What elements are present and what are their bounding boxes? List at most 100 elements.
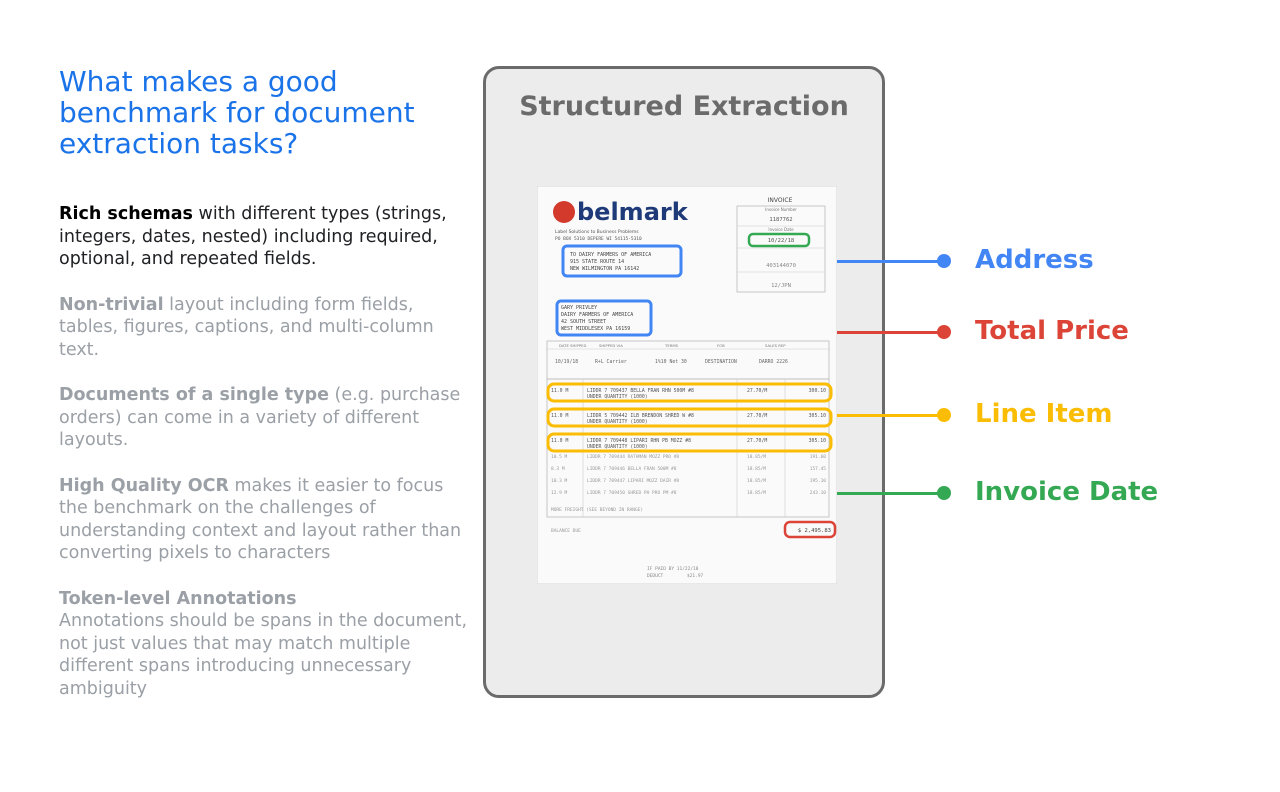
bullet-non-trivial-layout: Non-trivial layout including form fields… — [59, 294, 469, 362]
order-ref: 12/JPN — [771, 283, 791, 289]
invoice-number-value: 1187762 — [769, 217, 792, 223]
address-connector — [837, 260, 944, 263]
line-item-row-5: 10.3 M LIDDR 7 709447 LIPARI MOZZ DAIR #… — [551, 478, 826, 484]
freight-note: MORE FREIGHT (SEE BEYOND IN RANGE) — [551, 507, 643, 513]
invoice-date-label: Invoice Date — [768, 227, 794, 232]
discount-label: DEDUCT — [647, 573, 664, 579]
total-price-value: $ 2,495.83 — [798, 528, 831, 534]
invoice-date-dot-icon — [937, 486, 951, 500]
invoice-date-value: 10/22/18 — [768, 238, 795, 244]
bullet-text: makes it easier to focus the benchmark o… — [59, 475, 462, 564]
line-item-amount: 157.45 — [810, 466, 827, 472]
bullet-text: with different types (strings, integers,… — [59, 204, 447, 269]
line-item-amount: 300.10 — [809, 388, 826, 394]
line-item-highlight-2 — [546, 432, 833, 453]
line-item-note: UNDER QUANTITY (1000) — [587, 444, 648, 450]
invoice-logo: belmark Label Solutions to Business Prob… — [553, 198, 689, 242]
terms-value: R+L Carrier — [595, 359, 627, 365]
line-item-amount: 195.10 — [810, 478, 827, 484]
line-item-row-6: 12.9 M LIDDR 7 709450 SHRED PH PRO PM #8… — [551, 490, 826, 496]
invoice-number-label: Invoice Number — [765, 207, 797, 212]
address-dot-icon — [937, 254, 951, 268]
legend-total-price: Total Price — [975, 316, 1129, 346]
terms-value: DARRO 2226 — [759, 359, 788, 365]
header-frame — [736, 205, 826, 293]
ship-to-line: 915 STATE ROUTE 14 — [570, 259, 624, 265]
bullet-text: (e.g. purchase orders) can come in a var… — [59, 385, 461, 450]
terms-value: 1%10 Net 30 — [655, 359, 687, 365]
logo-text: belmark — [577, 198, 689, 226]
line-item-row-4: 8.3 M LIDDR 7 709446 BELLA FRAN 500M #8 … — [551, 466, 826, 472]
invoice-date-highlight — [747, 232, 811, 248]
line-item-price: 27.70/M — [747, 388, 767, 394]
line-item-qty: 12.9 M — [551, 490, 568, 496]
line-item-price: 18.85/M — [747, 466, 766, 472]
line-item-row-0: 11.0 M LIDDR 7 709437 BELLA FRAN RHN 500… — [551, 388, 826, 400]
bullet-high-quality-ocr: High Quality OCR makes it easier to focu… — [59, 475, 469, 565]
bullet-text: Annotations should be spans in the docum… — [59, 611, 468, 699]
bullet-heading: Rich schemas — [59, 204, 193, 224]
line-item-row-3: 10.5 M LIDDR 7 709444 RATHMAN MOZZ PRO #… — [551, 454, 826, 460]
bill-to-line: GARY PRIVLEY — [561, 305, 597, 311]
bill-to-line: DAIRY FARMERS OF AMERICA — [561, 312, 633, 318]
line-item-desc: LIDDR 7 709447 LIPARI MOZZ DAIR #8 — [587, 478, 679, 484]
line-item-highlight-1 — [546, 407, 833, 428]
total-price-highlight — [783, 520, 837, 539]
terms-header: FOB — [717, 343, 725, 348]
line-item-desc: LIDDR 7 709437 BELLA FRAN RHN 500M #8 — [587, 388, 694, 394]
line-item-price: 18.85/M — [747, 478, 766, 484]
discount-value: $21.97 — [687, 573, 704, 579]
address-highlight-ship-to — [561, 244, 683, 278]
bullet-heading: Documents of a single type — [59, 385, 329, 405]
line-item-amount: 191.60 — [810, 454, 827, 460]
line-item-row-2: 11.0 M LIDDR 7 709448 LIPARI RHN PB MOZZ… — [551, 438, 826, 450]
line-item-desc: LIDDR 5 709442 ILB BRENDON SHRED W #8 — [587, 413, 694, 419]
line-item-qty: 11.0 M — [551, 438, 568, 444]
bullet-heading: Non-trivial — [59, 294, 164, 315]
line-item-desc: LIDDR 7 709448 LIPARI RHN PB MOZZ #8 — [587, 438, 691, 444]
logo-tagline: Label Solutions to Business Problems — [555, 229, 639, 235]
invoice-date-connector — [837, 492, 944, 495]
bullet-heading: High Quality OCR — [59, 475, 229, 496]
logo-mark-icon — [553, 201, 575, 223]
terms-header: SALES REP — [765, 343, 786, 348]
bullet-list: Rich schemas with different types (strin… — [59, 203, 469, 723]
bullet-single-type: Documents of a single type (e.g. purchas… — [59, 384, 469, 452]
bill-to-address: GARY PRIVLEY DAIRY FARMERS OF AMERICA 42… — [561, 305, 633, 332]
terms-header: SHIPPED VIA — [599, 343, 623, 348]
bullet-token-level: Token-level Annotations Annotations shou… — [59, 588, 469, 701]
terms-values: 10/19/18 R+L Carrier 1%10 Net 30 DESTINA… — [555, 359, 788, 365]
paid-note: IF PAID BY 11/22/18 — [647, 566, 699, 572]
line-items-table: 11.0 M LIDDR 7 709437 BELLA FRAN RHN 500… — [546, 378, 830, 518]
line-item-qty: 10.3 M — [551, 478, 568, 484]
ship-to-line: TO DAIRY FARMERS OF AMERICA — [570, 252, 651, 258]
logo-address: PO BOX 5310 DEPERE WI 54115-5310 — [555, 236, 642, 242]
legend-address: Address — [975, 245, 1094, 275]
total-price-dot-icon — [937, 325, 951, 339]
invoice-heading: INVOICE — [768, 197, 793, 204]
terms-header: TERMS — [664, 343, 679, 348]
line-item-note: UNDER QUANTITY (1000) — [587, 394, 648, 400]
slide-title: What makes a good benchmark for document… — [59, 65, 415, 160]
bullet-heading: Token-level Annotations — [59, 588, 297, 609]
terms-header: DATE SHIPPED — [559, 343, 586, 348]
line-item-dot-icon — [937, 408, 951, 422]
line-item-row-1: 11.0 M LIDDR 5 709442 ILB BRENDON SHRED … — [551, 413, 826, 425]
line-item-price: 18.85/M — [747, 454, 766, 460]
bill-to-line: WEST MIDDLESEX PA 16159 — [561, 326, 630, 332]
legend-line-item: Line Item — [975, 399, 1113, 429]
legend-invoice-date: Invoice Date — [975, 477, 1159, 507]
invoice-header-box: INVOICE Invoice Number 1187762 Invoice D… — [736, 197, 826, 293]
terms-value: DESTINATION — [705, 359, 737, 365]
total-price-connector — [837, 331, 944, 334]
line-item-qty: 11.0 M — [551, 388, 568, 394]
line-item-qty: 10.5 M — [551, 454, 568, 460]
terms-value: 10/19/18 — [555, 359, 578, 365]
panel-title: Structured Extraction — [519, 91, 849, 122]
bullet-text: layout including form fields, tables, fi… — [59, 294, 434, 360]
line-item-note: UNDER QUANTITY (1000) — [587, 419, 648, 425]
line-item-amount: 305.10 — [809, 413, 826, 419]
bullet-rich-schemas: Rich schemas with different types (strin… — [59, 203, 469, 271]
line-item-desc: LIDDR 7 709450 SHRED PH PRO PM #8 — [587, 490, 677, 496]
address-highlight-bill-to — [555, 299, 653, 337]
